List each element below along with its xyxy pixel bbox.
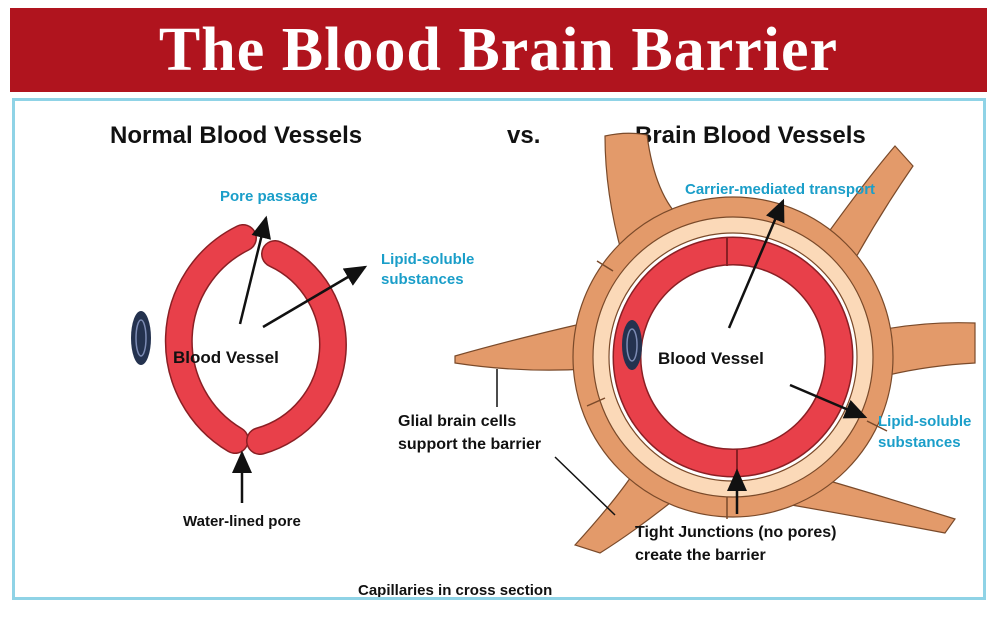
glial-arm-right bbox=[872, 322, 976, 380]
heading-normal-vessels: Normal Blood Vessels bbox=[110, 122, 362, 149]
heading-vs: vs. bbox=[507, 122, 540, 149]
pore-passage-arrow bbox=[238, 215, 271, 325]
water-lined-pore-label: Water-lined pore bbox=[183, 513, 301, 530]
right-vessel-label: Blood Vessel bbox=[658, 349, 764, 368]
brain-vessel bbox=[612, 236, 854, 478]
tight-junction-label-1: Tight Junctions (no pores) bbox=[635, 524, 836, 541]
lipid-soluble-arrow-left bbox=[262, 265, 368, 329]
carrier-transport-arrow bbox=[727, 198, 785, 329]
glial-arm-left bbox=[454, 322, 588, 371]
glial-label-1: Glial brain cells bbox=[398, 413, 516, 430]
caption: Capillaries in cross section bbox=[358, 582, 552, 597]
heading-brain-vessels: Brain Blood Vessels bbox=[635, 122, 866, 149]
pore-passage-label: Pore passage bbox=[220, 188, 318, 205]
glial-label-2: support the barrier bbox=[398, 436, 541, 453]
glial-pointer-lower bbox=[554, 456, 616, 516]
tight-junction-label-2: create the barrier bbox=[635, 547, 766, 564]
lipid-soluble-label-right-2: substances bbox=[878, 434, 961, 451]
diagram-panel: Normal Blood Vessels vs. Brain Blood Ves… bbox=[12, 98, 986, 600]
lipid-soluble-label-right-1: Lipid-soluble bbox=[878, 413, 971, 430]
normal-vessel bbox=[131, 224, 347, 455]
brain-cell-nucleus bbox=[622, 320, 642, 370]
page-title: The Blood Brain Barrier bbox=[158, 15, 839, 84]
title-banner: The Blood Brain Barrier bbox=[10, 8, 987, 92]
carrier-transport-label: Carrier-mediated transport bbox=[685, 181, 875, 198]
lipid-soluble-arrow-right bbox=[789, 383, 868, 419]
lipid-soluble-label-left-2: substances bbox=[381, 271, 464, 288]
cell-nucleus bbox=[131, 311, 151, 365]
blood-brain-barrier-diagram: Normal Blood Vessels vs. Brain Blood Ves… bbox=[110, 122, 976, 597]
lipid-soluble-label-left-1: Lipid-soluble bbox=[381, 251, 474, 268]
left-vessel-label: Blood Vessel bbox=[173, 348, 279, 367]
